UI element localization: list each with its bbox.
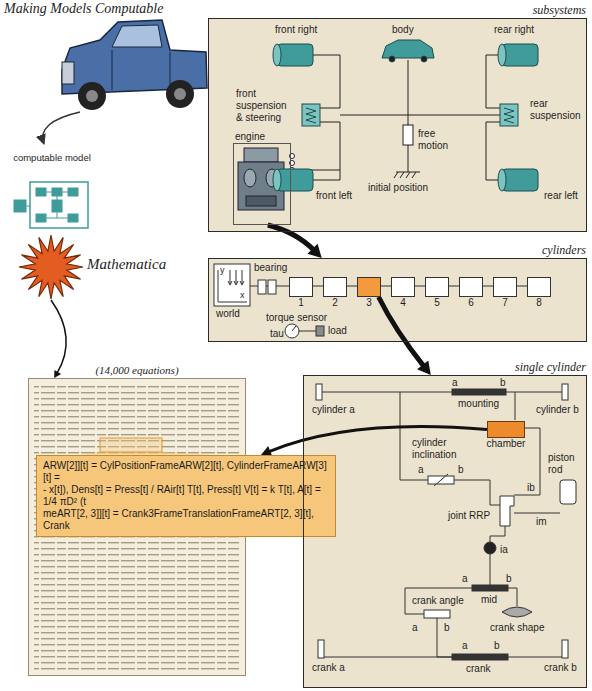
arrow-line [268, 225, 315, 251]
part-label: engine [235, 131, 265, 143]
equation-text: ARW[2]][t] = CylPositionFrameARW[2][t], … [43, 460, 329, 484]
subsystem-panel: single cylinderchamber [303, 375, 587, 688]
part-number: 6 [468, 297, 474, 309]
part-label: tau [270, 328, 284, 340]
arrow-line [379, 297, 425, 367]
part-label: cylinder b [536, 404, 579, 416]
equation-sheet [28, 378, 336, 676]
arrow-line [51, 300, 66, 373]
panel-heading: cylinders [542, 244, 586, 257]
equation-text: meART[2, 3]][t] = Crank3FrameTranslation… [43, 508, 329, 532]
part-label: y [220, 265, 225, 276]
software-name: Mathematica [87, 256, 166, 273]
cylinder-box-selected: 3 [357, 277, 381, 297]
cylinder-box: 6 [459, 277, 483, 297]
part-label: front suspension & steering [236, 88, 294, 124]
part-label: load [328, 325, 347, 337]
part-label: rear suspension [530, 98, 586, 122]
equation-text: - x[t]), Dens[t] = Press[t] / RAir[t] T[… [43, 484, 329, 508]
truck-illustration [43, 20, 207, 144]
subsystem-panel: subsystemsengine [208, 18, 587, 232]
engine-box: engine [233, 143, 291, 225]
panel-grounds [208, 18, 587, 688]
model-icon [14, 182, 88, 228]
part-label: b [458, 464, 464, 476]
flow-arrow [379, 297, 431, 375]
cylinder-box: 4 [391, 277, 415, 297]
part-label: torque sensor [266, 312, 327, 324]
flow-arrow [268, 225, 322, 258]
cylinder-box: 8 [527, 277, 551, 297]
part-label: a [452, 377, 458, 389]
part-label: initial position [368, 182, 428, 194]
arrow-line [268, 427, 487, 452]
part-label: a [418, 464, 424, 476]
part-label: mounting [458, 398, 499, 410]
part-label: crank shape [490, 622, 544, 634]
part-number: 3 [366, 297, 372, 309]
part-label: body [392, 24, 414, 36]
starburst-outline [19, 235, 83, 299]
equation-callout: ARW[2]][t] = CylPositionFrameARW[2][t], … [36, 455, 336, 537]
part-label: a [462, 640, 468, 652]
subsystem-wires [294, 55, 502, 180]
part-label: b [500, 377, 506, 389]
model-label: computable model [12, 152, 92, 163]
part-label: cylinder inclination [412, 437, 464, 461]
part-label: ib [527, 482, 535, 494]
panel-heading: subsystems [533, 4, 586, 17]
mathematica-star: Mathematica [18, 234, 84, 300]
part-number: chamber [487, 438, 526, 450]
part-number: 4 [400, 297, 406, 309]
part-label: front left [316, 190, 352, 202]
part-label: front right [275, 24, 317, 36]
cylinder-box: 7 [493, 277, 517, 297]
panel-heading: single cylinder [515, 361, 586, 374]
part-label: a [412, 622, 418, 634]
part-label: rear right [494, 24, 534, 36]
flow-arrow [51, 300, 66, 378]
part-label: crank [466, 663, 490, 675]
part-label: b [444, 622, 450, 634]
chamber-box: chamber [487, 421, 525, 438]
part-label: joint RRP [448, 510, 490, 522]
part-label: b [494, 640, 500, 652]
part-label: world [216, 308, 240, 320]
subsystem-icons [273, 40, 538, 191]
part-label: piston rod [548, 452, 590, 476]
part-label: free motion [418, 128, 456, 152]
part-label: crank b [544, 662, 577, 674]
cylinder-box: 5 [425, 277, 449, 297]
part-number: 5 [434, 297, 440, 309]
part-number: 2 [332, 297, 338, 309]
diagram-title: Making Models Computable [4, 1, 163, 17]
part-number: 7 [502, 297, 508, 309]
part-label: rear left [544, 190, 578, 202]
part-label: mid [481, 594, 497, 606]
part-label: b [506, 573, 512, 585]
part-number: 8 [536, 297, 542, 309]
part-label: crank angle [412, 595, 464, 607]
single-cylinder-schematic [316, 384, 576, 660]
part-label: a [462, 573, 468, 585]
part-label: x [240, 290, 245, 301]
starburst-shape [18, 234, 84, 300]
part-label: ia [500, 544, 508, 556]
sheet-heading: (14,000 equations) [95, 364, 178, 377]
cylinder-box: 2 [323, 277, 347, 297]
part-label: bearing [254, 262, 287, 274]
part-label: im [536, 516, 547, 528]
cylinder-box: 1 [289, 277, 313, 297]
part-label: cylinder a [312, 404, 355, 416]
model-box: computable model [12, 150, 92, 232]
part-label: crank a [312, 662, 345, 674]
part-number: 1 [298, 297, 304, 309]
